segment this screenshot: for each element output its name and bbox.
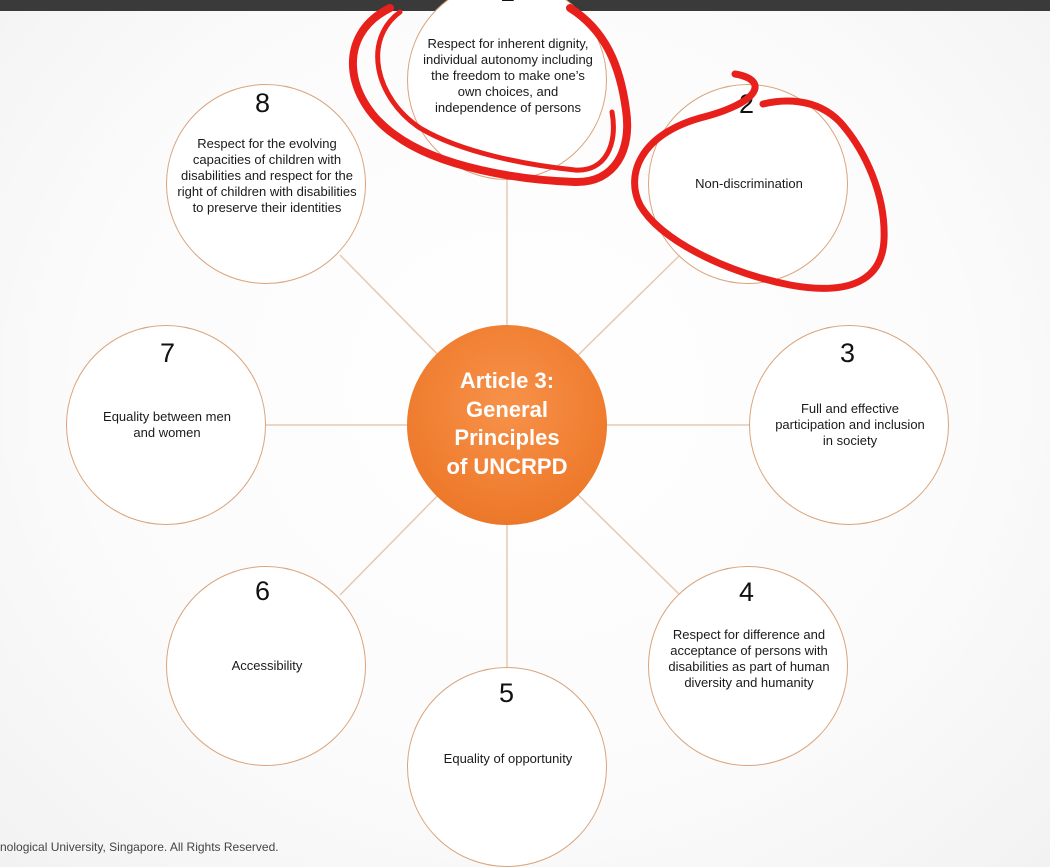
principle-text-1: Respect for inherent dignity, individual…	[423, 36, 593, 115]
principle-text-6: Accessibility	[231, 658, 303, 673]
principle-node-6: 6 Accessibility	[166, 566, 366, 766]
principle-number-5: 5	[499, 678, 515, 708]
principle-node-8: 8 Respect for the evolving capacities of…	[166, 84, 366, 284]
central-hub: Article 3: General Principles of UNCRPD	[407, 325, 607, 525]
principle-text-4: Respect for difference and acceptance of…	[668, 627, 830, 690]
copyright-footer: nological University, Singapore. All Rig…	[0, 840, 279, 854]
principle-node-3: 3 Full and effective participation and i…	[749, 325, 949, 525]
principle-number-4: 4	[739, 577, 755, 607]
principle-number-3: 3	[840, 338, 856, 368]
principle-number-6: 6	[255, 576, 271, 606]
principle-text-5: Equality of opportunity	[443, 751, 573, 766]
principle-number-8: 8	[255, 88, 271, 118]
principle-number-7: 7	[160, 338, 176, 368]
principle-number-2: 2	[739, 89, 755, 119]
hub-title: Article 3: General Principles of UNCRPD	[446, 368, 568, 479]
principle-number-1: 1	[500, 0, 515, 6]
principle-node-4: 4 Respect for difference and acceptance …	[648, 566, 848, 766]
principle-text-2: Non-discrimination	[695, 176, 803, 191]
principle-node-5: 5 Equality of opportunity	[407, 667, 607, 867]
principle-node-7: 7 Equality between men and women	[66, 325, 266, 525]
principle-text-3: Full and effective participation and inc…	[775, 401, 925, 448]
principle-text-8: Respect for the evolving capacities of c…	[177, 136, 357, 215]
principle-node-2: 2 Non-discrimination	[648, 84, 848, 284]
principle-text-7: Equality between men and women	[103, 409, 231, 440]
